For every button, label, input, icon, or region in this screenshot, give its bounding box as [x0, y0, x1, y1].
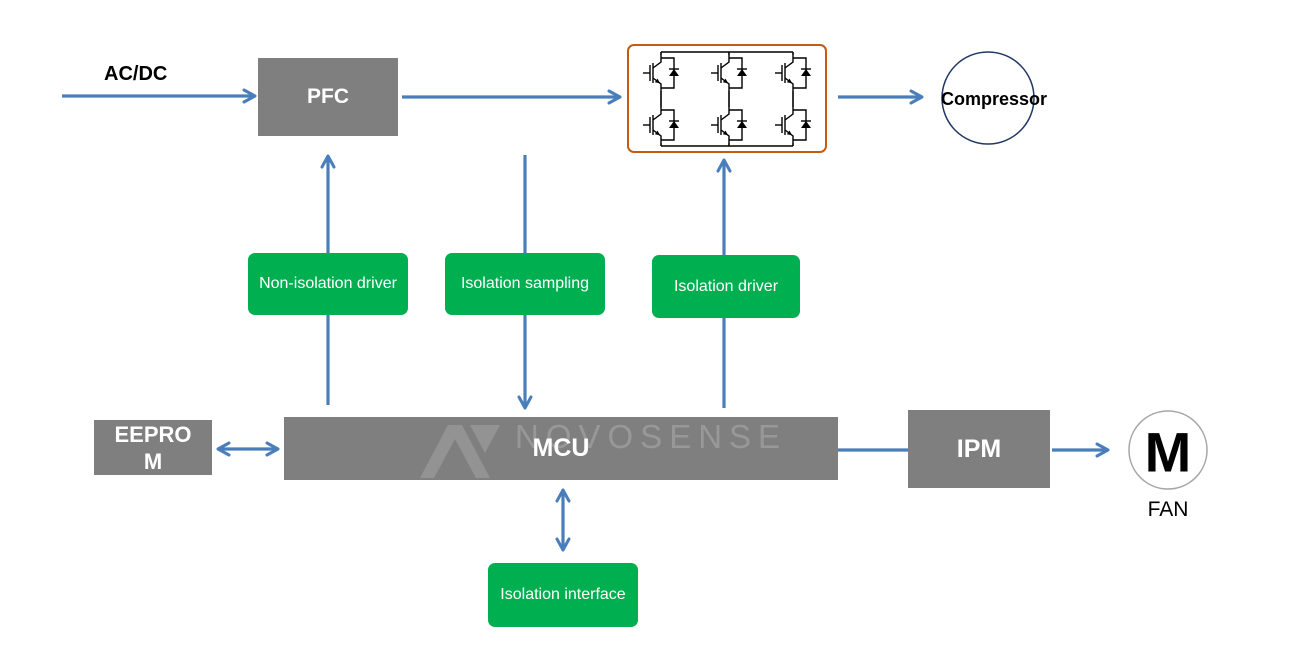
watermark-logo-shape [420, 425, 490, 478]
compressor-label: Compressor [941, 89, 1047, 109]
fan-motor: M FAN [1128, 410, 1208, 521]
non-isolation-driver-label: Non-isolation driver [259, 275, 397, 292]
isolation-sampling-block: Isolation sampling [445, 253, 605, 315]
ipm-label: IPM [956, 434, 1002, 463]
eeprom-label-line: M [143, 448, 163, 474]
eeprom-block: EEPRO M [94, 420, 212, 475]
isolation-driver-label: Isolation driver [673, 277, 779, 295]
compressor-circle [941, 51, 1035, 145]
isolation-interface-block: Isolation interface [488, 563, 638, 627]
motor-symbol: M [1145, 421, 1192, 484]
isolation-driver-block: Isolation driver [652, 255, 800, 318]
eeprom-label: EEPRO M [114, 421, 191, 475]
compressor: Compressor [941, 51, 1047, 145]
watermark-logo-shape [470, 425, 500, 453]
fan-label: FAN [1148, 498, 1189, 521]
isolation-interface-label: Isolation interface [500, 586, 626, 603]
isolation-sampling-label: Isolation sampling [460, 275, 590, 292]
inverter-frame [627, 44, 827, 153]
novosense-logo-watermark [420, 425, 500, 478]
motor-icon [1128, 410, 1208, 490]
mcu-label: MCU [532, 434, 590, 462]
pfc-block: PFC [258, 58, 398, 136]
non-isolation-driver-block: Non-isolation driver [248, 253, 408, 315]
ipm-block: IPM [908, 410, 1050, 488]
inverter-bridge [627, 44, 827, 153]
pfc-label: PFC [307, 85, 349, 108]
acdc-input-label: AC/DC [104, 63, 167, 85]
eeprom-label-line: EEPRO [114, 421, 192, 447]
mcu-block: NOVOSENSE MCU [284, 417, 838, 480]
watermark-text: NOVOSENSE [515, 418, 788, 455]
